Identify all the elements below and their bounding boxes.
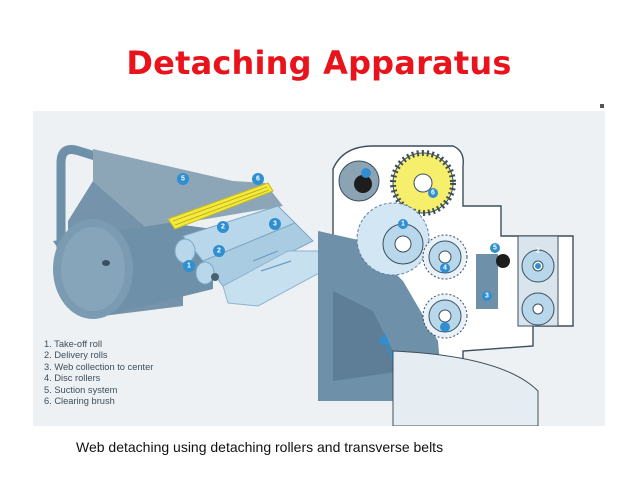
callout-r5: [490, 243, 500, 253]
suction-nozzle: [496, 254, 510, 268]
callout-r6: [428, 188, 438, 198]
callout-3-left: [269, 218, 281, 230]
callout-r1: [398, 219, 408, 229]
delivery-roll-end: [195, 261, 215, 285]
callout-1-text: 1: [187, 263, 191, 270]
callout-2a-text: 2: [221, 224, 225, 231]
bracket-arm: [56, 145, 188, 258]
legend-item-delivery-rolls: 2. Delivery rolls: [44, 350, 108, 361]
left-3d-view: 5 6 2 2 1 3: [53, 145, 324, 319]
legend-list: 1. Take-off roll 2. Delivery rolls 3. We…: [44, 339, 153, 407]
detaching-apparatus-illustration: 5 6 2 2 1 3: [53, 145, 574, 426]
callout-r3-text: 3: [485, 293, 489, 300]
web-path-arrowhead: [378, 333, 390, 345]
legend-item-take-off-roll: 1. Take-off roll: [44, 339, 103, 349]
callout-r4-a: [440, 263, 450, 273]
suction-hood-top: [93, 149, 283, 229]
callout-r3: [482, 291, 492, 301]
legend-item-disc-rollers: 4. Disc rollers: [44, 373, 101, 384]
slide-title: Detaching Apparatus: [126, 44, 512, 82]
callout-r4-text: 4: [443, 265, 447, 272]
drum-axle: [102, 260, 110, 266]
legend-item-clearing-brush: 6. Clearing brush: [44, 396, 115, 407]
callout-1-left: [183, 260, 195, 272]
callout-r2-dot: [535, 263, 541, 269]
roll-hub: [211, 273, 219, 281]
callout-2-left-a: [217, 221, 229, 233]
callout-6-left: [252, 173, 264, 185]
lower-housing: [392, 350, 539, 426]
drum-end-inner: [61, 227, 125, 311]
delivery-roll-right-lower-hub: [532, 303, 544, 315]
disc-roller-upper-hub: [438, 250, 452, 264]
callout-r6-text: 6: [431, 190, 435, 197]
brush-bristle-ring: [390, 150, 456, 216]
right-cross-section: 1 6 4 5 3 2: [318, 145, 574, 426]
callout-5-left-text: 5: [181, 176, 185, 183]
figure-caption: Web detaching using detaching rollers an…: [76, 439, 444, 455]
callout-2b-text: 2: [217, 248, 221, 255]
suction-roll-core: [354, 175, 372, 193]
frame-shadow: [333, 291, 403, 381]
disc-roller-lower-hub: [438, 309, 452, 323]
callout-3-left-text: 3: [273, 221, 277, 228]
legend-item-web-collection: 3. Web collection to center: [44, 361, 154, 372]
callout-r5-a: [361, 168, 371, 178]
corner-mark: [600, 104, 604, 108]
brush-hub: [413, 173, 433, 193]
web-collection-block: [476, 254, 498, 309]
callout-r1-text: 1: [401, 221, 405, 228]
legend-item-suction-system: 5. Suction system: [44, 384, 118, 395]
callout-5-left: [177, 173, 189, 185]
callout-2-left-b: [213, 245, 225, 257]
callout-r2-text: 2: [536, 248, 540, 255]
callout-r5-text: 5: [493, 245, 497, 252]
take-off-roll: [174, 238, 196, 264]
take-off-roll-hub: [394, 235, 412, 253]
callout-r4-b: [440, 322, 450, 332]
flow-arrows: [252, 250, 292, 272]
diagram-panel: 5 6 2 2 1 3: [33, 111, 605, 426]
callout-6-left-text: 6: [256, 176, 260, 183]
brush-bristles: [172, 186, 270, 226]
